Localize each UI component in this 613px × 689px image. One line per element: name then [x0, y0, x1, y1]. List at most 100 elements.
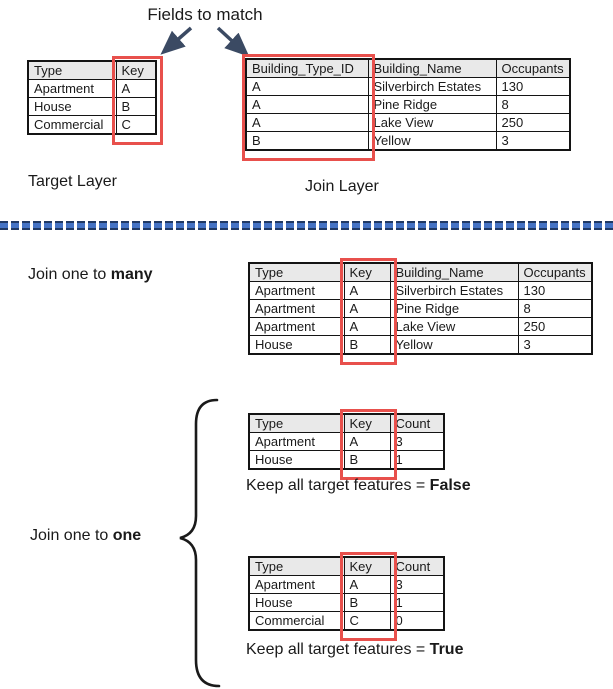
- false-case-caption-prefix: Keep all target features =: [246, 477, 430, 494]
- arrow-to-join-key: [216, 26, 250, 57]
- table-cell: A: [115, 79, 157, 98]
- table-cell: A: [245, 95, 369, 114]
- one-to-many-label: Join one to many: [28, 266, 153, 284]
- table-cell: 0: [389, 611, 445, 631]
- arrow-to-target-key: [160, 26, 193, 55]
- table-cell: A: [343, 299, 391, 318]
- one-to-one-label-bold: one: [112, 527, 142, 544]
- table-header-cell: Occupants: [495, 58, 571, 78]
- table-cell: Apartment: [248, 317, 345, 336]
- table-cell: A: [245, 113, 369, 132]
- table-cell: Commercial: [248, 611, 345, 631]
- table-cell: 250: [517, 317, 593, 336]
- true-case-caption-bold: True: [429, 641, 464, 658]
- one-to-one-brace: [179, 398, 221, 688]
- table-cell: A: [343, 432, 391, 451]
- table-header-cell: Key: [343, 413, 391, 433]
- table-cell: Commercial: [27, 115, 117, 135]
- true-case-caption: Keep all target features = True: [246, 641, 463, 659]
- table-cell: House: [27, 97, 117, 116]
- table-cell: Silverbirch Estates: [367, 77, 497, 96]
- section-divider: [0, 221, 613, 230]
- table-cell: 8: [495, 95, 571, 114]
- table-cell: Yellow: [367, 131, 497, 151]
- join-layer-label: Join Layer: [305, 178, 379, 195]
- table-cell: Yellow: [389, 335, 519, 355]
- table-cell: B: [343, 450, 391, 470]
- table-cell: 250: [495, 113, 571, 132]
- table-cell: A: [343, 281, 391, 300]
- table-cell: 130: [495, 77, 571, 96]
- table-cell: 3: [389, 575, 445, 594]
- table-cell: A: [343, 317, 391, 336]
- table-header-cell: Key: [343, 262, 391, 282]
- table-cell: House: [248, 450, 345, 470]
- table-cell: B: [343, 593, 391, 612]
- true-case-caption-prefix: Keep all target features =: [246, 641, 430, 658]
- one-to-one-label-prefix: Join one to: [30, 527, 113, 544]
- table-header-cell: Key: [115, 60, 157, 80]
- fields-to-match-title: Fields to match: [147, 5, 263, 24]
- table-cell: 130: [517, 281, 593, 300]
- table-header-cell: Building_Type_ID: [245, 58, 369, 78]
- table-cell: Pine Ridge: [389, 299, 519, 318]
- table-header-cell: Type: [248, 413, 345, 433]
- table-header-cell: Building_Name: [367, 58, 497, 78]
- table-cell: Apartment: [248, 575, 345, 594]
- table-cell: Apartment: [248, 281, 345, 300]
- table-cell: House: [248, 335, 345, 355]
- table-cell: A: [343, 575, 391, 594]
- table-header-cell: Occupants: [517, 262, 593, 282]
- table-cell: House: [248, 593, 345, 612]
- table-cell: 1: [389, 593, 445, 612]
- table-header-cell: Count: [389, 556, 445, 576]
- table-cell: 3: [495, 131, 571, 151]
- table-header-cell: Type: [248, 556, 345, 576]
- one-to-many-label-bold: many: [110, 266, 153, 283]
- table-header-cell: Key: [343, 556, 391, 576]
- false-case-caption-bold: False: [429, 477, 471, 494]
- table-cell: Lake View: [367, 113, 497, 132]
- false-case-caption: Keep all target features = False: [246, 477, 471, 495]
- fields-to-match-arrows: [160, 26, 250, 57]
- table-cell: Apartment: [248, 432, 345, 451]
- table-cell: C: [115, 115, 157, 135]
- table-cell: A: [245, 77, 369, 96]
- table-header-cell: Type: [248, 262, 345, 282]
- table-header-cell: Count: [389, 413, 445, 433]
- table-cell: 1: [389, 450, 445, 470]
- table-header-cell: Type: [27, 60, 117, 80]
- table-cell: Pine Ridge: [367, 95, 497, 114]
- table-cell: 3: [517, 335, 593, 355]
- table-cell: Silverbirch Estates: [389, 281, 519, 300]
- table-header-cell: Building_Name: [389, 262, 519, 282]
- table-cell: B: [245, 131, 369, 151]
- target-layer-label: Target Layer: [28, 173, 117, 190]
- table-cell: C: [343, 611, 391, 631]
